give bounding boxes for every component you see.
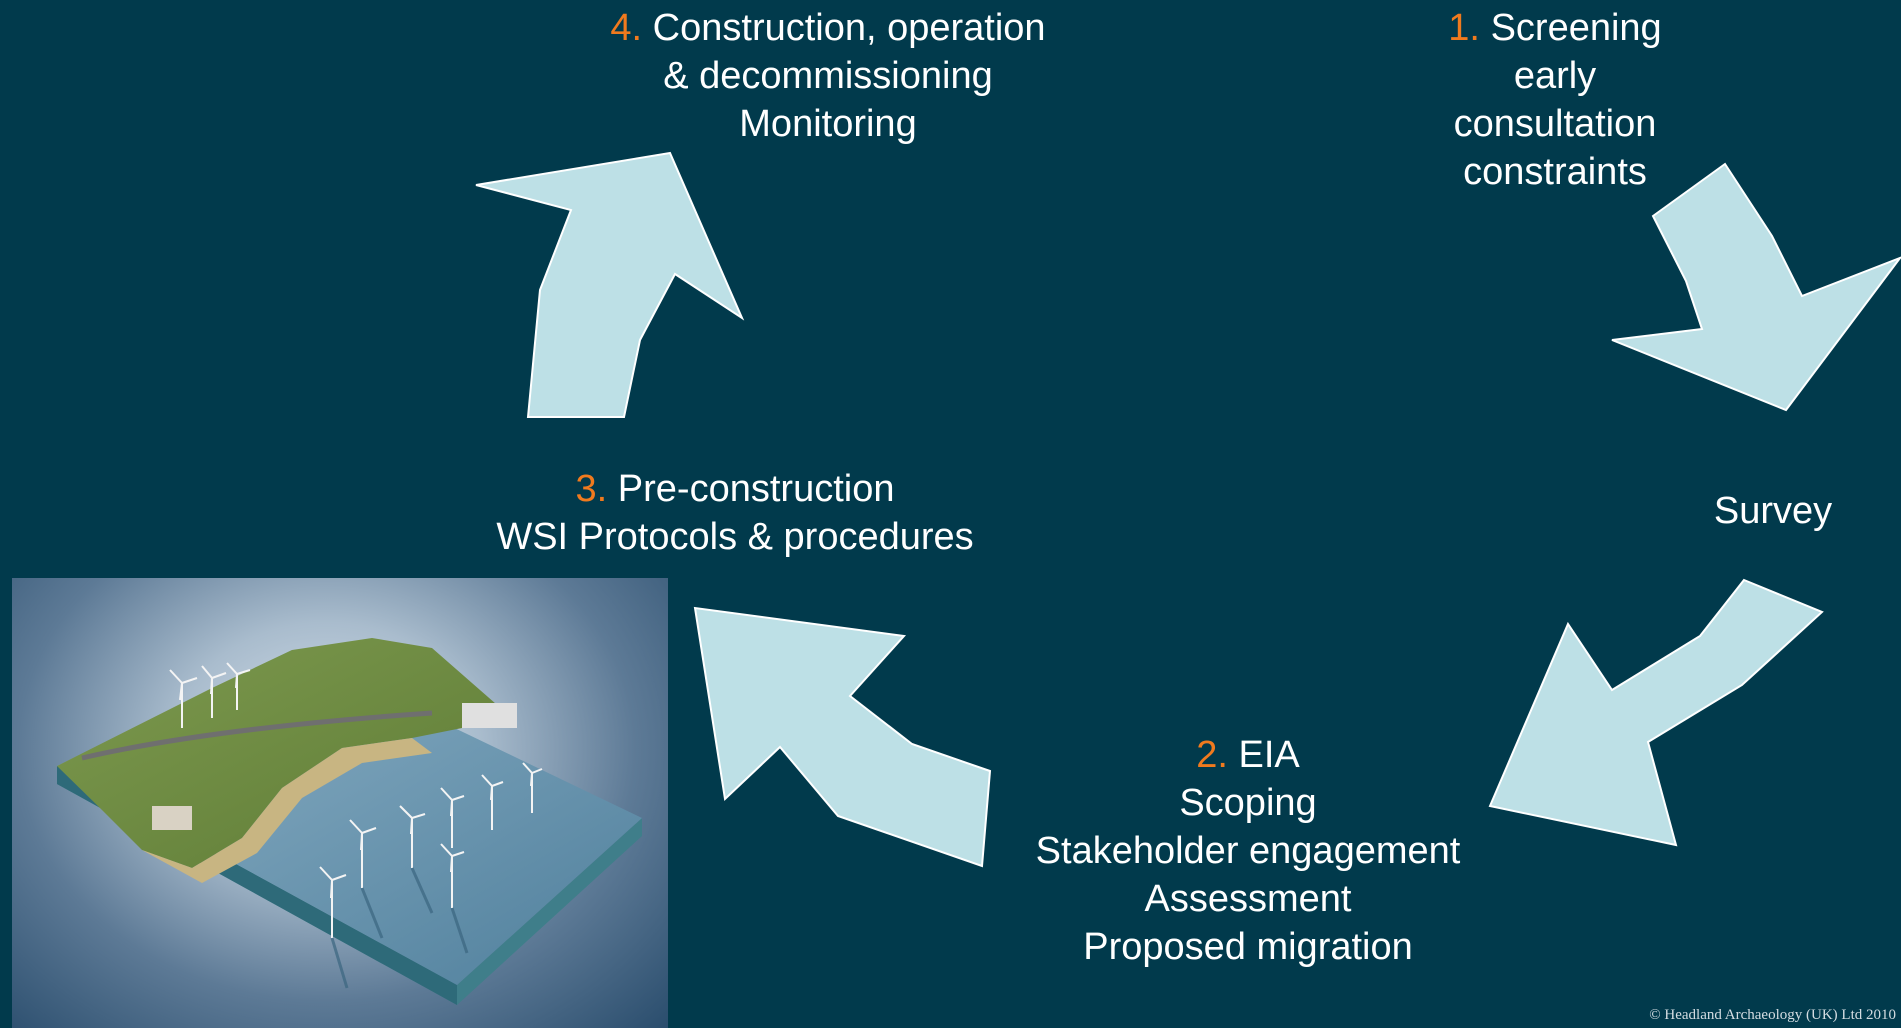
step-title: EIA — [1238, 734, 1300, 776]
arrow-preconstruction-to-construction — [475, 151, 745, 418]
step-number: 4. — [610, 7, 643, 49]
step-line: constraints — [1463, 151, 1647, 193]
step-pre-construction: 3. Pre-construction WSI Protocols & proc… — [470, 465, 1000, 561]
step-title: Screening — [1490, 7, 1662, 49]
step-title: Construction, operation — [652, 7, 1046, 49]
step-line: consultation — [1453, 103, 1657, 145]
wind-farm-illustration — [12, 578, 668, 1028]
step-number: 2. — [1196, 734, 1228, 776]
step-line: WSI Protocols & procedures — [496, 516, 974, 558]
wind-farm-landscape-image — [57, 638, 642, 1005]
step-line: Proposed migration — [1083, 926, 1413, 968]
step-line: early — [1513, 55, 1597, 97]
step-number: 3. — [575, 468, 608, 510]
arrow-survey-to-eia — [1488, 578, 1824, 847]
arrow-screening-to-survey — [1611, 162, 1901, 412]
step-eia: 2. EIA Scoping Stakeholder engagement As… — [1003, 731, 1493, 971]
step-number: 1. — [1448, 7, 1480, 49]
copyright-notice: © Headland Archaeology (UK) Ltd 2010 — [1649, 1007, 1896, 1023]
step-construction: 4. Construction, operation & decommissio… — [598, 4, 1058, 148]
arrow-eia-to-preconstruction — [693, 606, 992, 868]
step-screening: 1. Screening early consultation constrai… — [1405, 4, 1705, 196]
step-line: Monitoring — [739, 103, 917, 145]
step-survey: Survey — [1673, 487, 1873, 535]
step-line: Assessment — [1144, 878, 1352, 920]
step-line: Stakeholder engagement — [1035, 830, 1461, 872]
step-title: Pre-construction — [617, 468, 895, 510]
step-title: Survey — [1713, 490, 1833, 532]
step-line: & decommissioning — [663, 55, 993, 97]
step-line: Scoping — [1179, 782, 1317, 824]
